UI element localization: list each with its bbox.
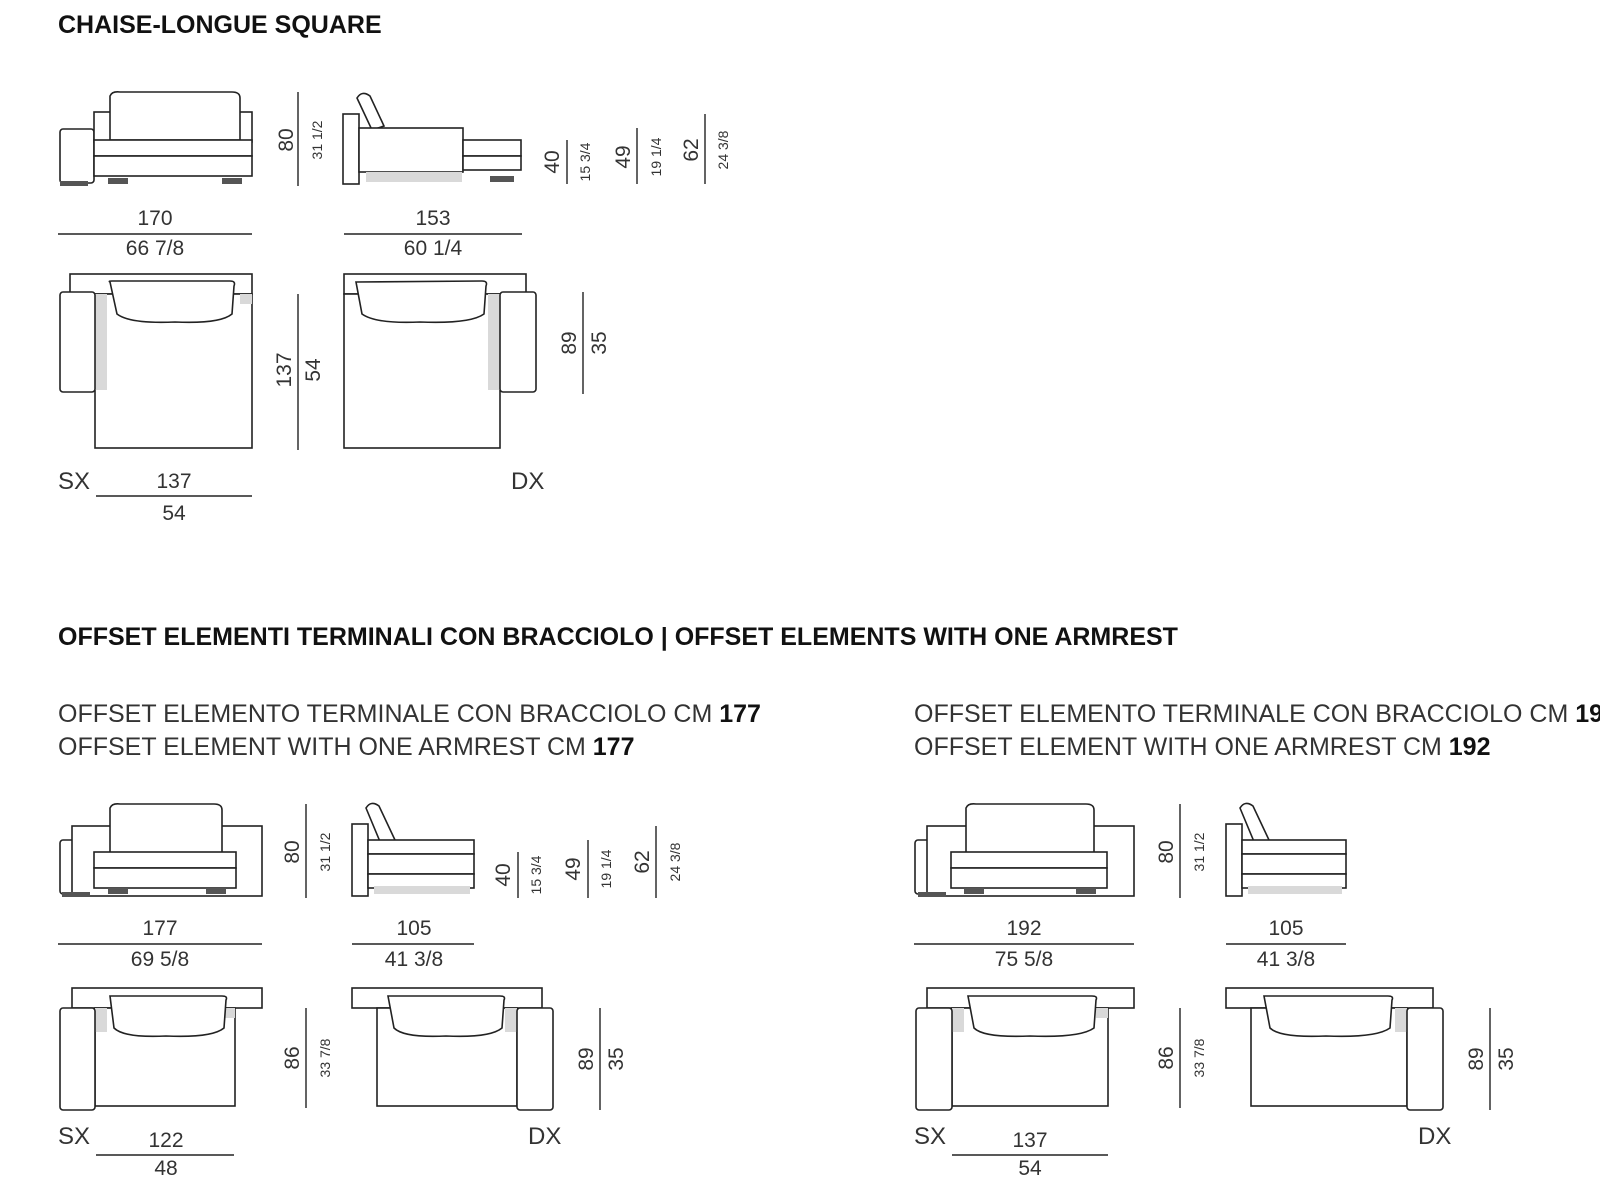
chaise-side-view: [342, 92, 522, 185]
dim-value: 62: [680, 138, 703, 161]
dim-value: 137: [156, 470, 191, 493]
dim-value: 80: [1155, 840, 1178, 863]
dim-value: 192: [1006, 917, 1041, 940]
dim-inch: 54: [162, 502, 186, 525]
right-subheading-it: OFFSET ELEMENTO TERMINALE CON BRACCIOLO …: [914, 700, 1600, 728]
dim-value: 105: [1268, 917, 1303, 940]
dim-value: 86: [281, 1046, 304, 1069]
section1-title: CHAISE-LONGUE SQUARE: [58, 11, 382, 39]
dim-offset177-plan-depth: 86 33 7/8: [281, 1008, 333, 1108]
sx-label: SX: [58, 468, 90, 495]
dim-offset192-side-depth: 105 41 3/8: [1226, 917, 1346, 971]
dim-offset177-back-height: 80 31 1/2: [281, 804, 333, 898]
dim-offset177-front-width: 177 69 5/8: [58, 917, 262, 971]
dim-value: 80: [275, 128, 298, 151]
offset177-side-view: [351, 802, 475, 897]
dim-offset177-arm-height: 49 19 1/4: [562, 840, 614, 898]
left-subheading-it: OFFSET ELEMENTO TERMINALE CON BRACCIOLO …: [58, 700, 761, 728]
dim-value: 62: [631, 850, 654, 873]
section2-title: OFFSET ELEMENTI TERMINALI CON BRACCIOLO …: [58, 623, 1178, 651]
offset192-front-view: [914, 803, 1135, 897]
dim-value: 170: [137, 207, 172, 230]
dim-offset192-back-height: 80 31 1/2: [1155, 804, 1207, 898]
dim-offset177-plan-width: 122 48: [96, 1129, 234, 1180]
dim-value: 80: [281, 840, 304, 863]
offset192-plan-sx: [915, 987, 1135, 1111]
dim-arm-height: 49 19 1/4: [612, 128, 664, 184]
dim-inch: 75 5/8: [995, 948, 1053, 971]
dim-inch: 31 1/2: [1191, 832, 1207, 871]
dim-inch: 35: [1495, 1047, 1518, 1070]
dim-value: 137: [273, 352, 296, 387]
dim-value: 86: [1155, 1046, 1178, 1069]
dim-value: 177: [142, 917, 177, 940]
dim-inch: 66 7/8: [126, 237, 184, 260]
dim-value: 105: [396, 917, 431, 940]
dim-value: 89: [1465, 1047, 1488, 1070]
right-subheading-en: OFFSET ELEMENT WITH ONE ARMREST CM 192: [914, 733, 1491, 761]
dim-inch: 24 3/8: [667, 842, 683, 881]
dim-value: 89: [575, 1047, 598, 1070]
dx-label: DX: [511, 468, 544, 495]
dim-value: 122: [148, 1129, 183, 1152]
dim-inch: 35: [605, 1047, 628, 1070]
dim-inch: 54: [302, 358, 325, 382]
dim-offset177-height-62: 62 24 3/8: [631, 826, 683, 898]
offset177-sx-label: SX: [58, 1123, 90, 1150]
dim-plan-width: 137 54: [96, 470, 252, 525]
dim-back-height: 80 31 1/2: [275, 92, 325, 186]
dim-value: 153: [415, 207, 450, 230]
offset192-plan-dx: [1225, 987, 1444, 1111]
offset177-plan-sx: [59, 987, 263, 1111]
dim-inch: 54: [1018, 1157, 1042, 1180]
dim-height-62: 62 24 3/8: [680, 114, 731, 184]
dim-offset177-side-depth: 105 41 3/8: [352, 917, 474, 971]
dim-inch: 60 1/4: [404, 237, 463, 260]
dim-offset192-seat-depth: 89 35: [1465, 1008, 1518, 1110]
offset192-dx-label: DX: [1418, 1123, 1451, 1150]
dim-offset192-front-width: 192 75 5/8: [914, 917, 1134, 971]
dim-inch: 19 1/4: [648, 137, 664, 176]
dim-inch: 15 3/4: [577, 142, 593, 181]
dim-offset192-plan-depth: 86 33 7/8: [1155, 1008, 1207, 1108]
dim-inch: 33 7/8: [1191, 1038, 1207, 1077]
dim-inch: 15 3/4: [528, 855, 544, 894]
offset192-sx-label: SX: [914, 1123, 946, 1150]
dim-inch: 31 1/2: [317, 832, 333, 871]
dim-inch: 35: [588, 331, 611, 354]
dim-inch: 31 1/2: [309, 120, 325, 159]
offset192-side-view: [1225, 802, 1347, 897]
chaise-plan-sx: [59, 273, 253, 449]
left-subheading-en: OFFSET ELEMENT WITH ONE ARMREST CM 177: [58, 733, 635, 761]
dim-inch: 69 5/8: [131, 948, 189, 971]
dim-inch: 19 1/4: [598, 849, 614, 888]
dim-front-width: 170 66 7/8: [58, 207, 252, 260]
offset177-plan-dx: [351, 987, 554, 1111]
dim-value: 40: [492, 863, 515, 886]
dim-inch: 41 3/8: [1257, 948, 1315, 971]
dim-inch: 41 3/8: [385, 948, 443, 971]
dim-plan-depth: 137 54: [273, 294, 325, 450]
chaise-plan-dx: [343, 273, 537, 449]
chaise-front-view: [59, 91, 253, 186]
dim-value: 89: [558, 331, 581, 354]
dim-value: 137: [1012, 1129, 1047, 1152]
dim-side-depth: 153 60 1/4: [344, 207, 522, 260]
dim-inch: 24 3/8: [715, 130, 731, 169]
dim-value: 49: [612, 145, 635, 168]
dim-inch: 48: [154, 1157, 177, 1180]
dim-value: 49: [562, 857, 585, 880]
dim-inch: 33 7/8: [317, 1038, 333, 1077]
offset177-dx-label: DX: [528, 1123, 561, 1150]
dim-offset177-seat-depth: 89 35: [575, 1008, 628, 1110]
dim-value: 40: [541, 150, 564, 173]
dim-seat-depth: 89 35: [558, 292, 611, 394]
offset177-front-view: [59, 803, 263, 897]
dim-seat-height: 40 15 3/4: [541, 140, 593, 184]
dim-offset177-seat-height: 40 15 3/4: [492, 852, 544, 898]
dim-offset192-plan-width: 137 54: [952, 1129, 1108, 1180]
